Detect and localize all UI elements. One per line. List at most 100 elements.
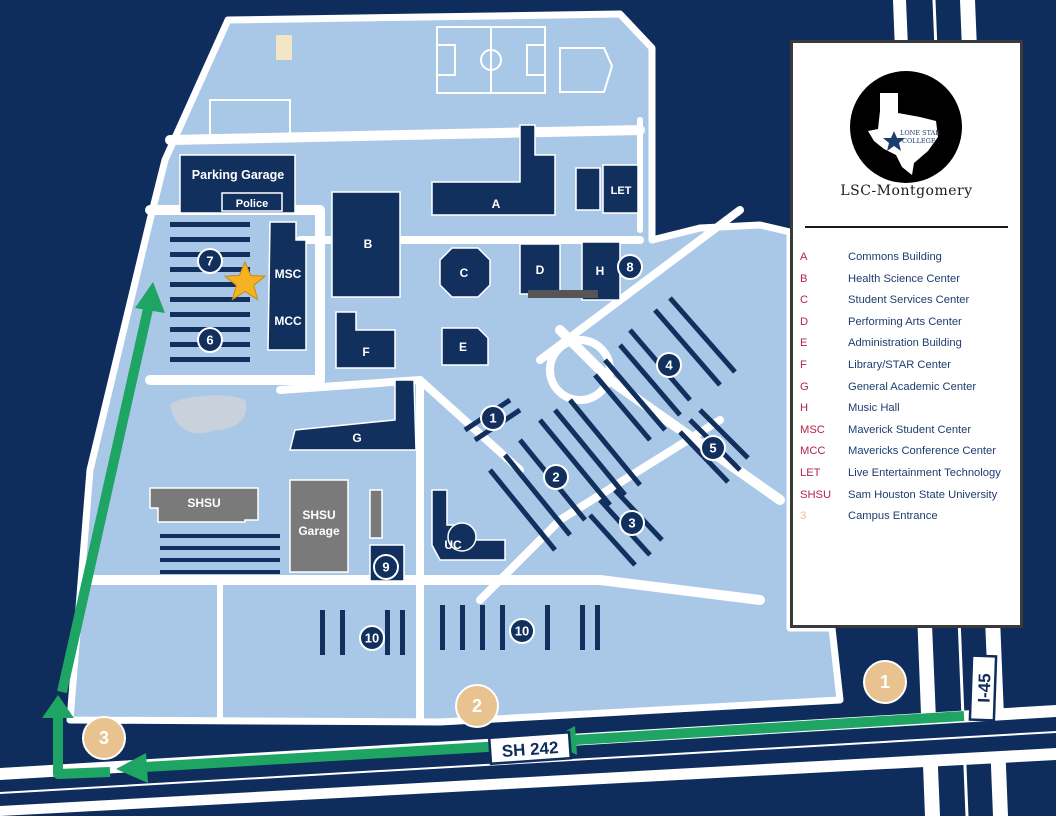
building-let [602,164,639,214]
athletic-fields [209,26,614,136]
parking-lot-circle [617,254,643,280]
campus-grounds [66,10,844,726]
texas-outline-icon: LONE STAR COLLEGE [868,93,941,175]
pond [170,395,247,434]
building-a [431,124,556,216]
parking-lot-circle [197,248,223,274]
legend-item-code: A [800,251,808,263]
building-c [439,247,491,298]
label-police: Police [236,198,268,210]
parking-lot-number: 10 [515,624,529,639]
building-f [335,311,396,369]
label-e: E [459,340,467,354]
legend-item-name: Health Science Center [848,272,960,285]
legend-item-name: Commons Building [848,251,942,263]
parking-lot-marker-lot-2: 2 [543,464,569,490]
label-c: C [460,266,469,280]
legend-item: A Commons Building [800,251,1001,273]
legend-item-code: B [800,272,808,285]
building-e [441,327,489,366]
building-b [331,191,401,298]
legend-item: LET Live Entertainment Technology [800,467,1001,489]
parking-lot-circle [656,352,682,378]
legend-item-code: MSC [800,423,825,436]
entrance-2-number: 2 [472,696,482,716]
legend-item-code: C [800,294,809,307]
label-shsu-garage-2: Garage [298,524,340,538]
legend-item-name: Music Hall [848,402,900,415]
legend-item-name: Sam Houston State University [848,488,998,501]
label-uc: UC [444,538,462,552]
legend-item-name: Student Services Center [848,294,970,307]
legend-item-code: G [800,380,809,393]
legend-item: C Student Services Center [800,294,1001,316]
label-d: D [536,263,545,277]
parking-lot-circle [509,618,535,644]
legend-item-code: D [800,315,809,328]
entrance-3-number: 3 [99,728,109,748]
route-arrow-3 [42,695,74,718]
campus-name: LSC-Montgomery [840,183,973,199]
legend-item-name: Performing Arts Center [848,315,962,328]
parking-lot-circle [700,435,726,461]
legend-item: D Performing Arts Center [800,316,1001,338]
logo-text-line2: COLLEGE [902,137,936,145]
building-uc-rotunda [447,522,477,552]
building-let-annex [575,167,601,211]
label-b: B [364,237,373,251]
legend-item-code: MCC [800,445,826,458]
parking-lot-marker-lot-1: 1 [480,405,506,431]
legend-item-code: LET [800,466,821,479]
legend-item: H Music Hall [800,402,1001,424]
label-f: F [362,345,369,359]
parking-lot-marker-lot-6: 6 [197,327,223,353]
parking-lot-number: 4 [665,358,673,373]
label-shsu-garage-1: SHSU [302,508,335,522]
legend-item-code: F [800,358,807,371]
building-g [289,379,417,451]
legend-item-name: Live Entertainment Technology [848,466,1001,479]
legend-item: B Health Science Center [800,273,1001,295]
parking-lot-marker-lot-10b: 10 [509,618,535,644]
legend-item: MCC Mavericks Conference Center [800,445,1001,467]
building-shsu-garage [289,479,349,573]
parking-lot-marker-lot-7: 7 [197,248,223,274]
legend-item-code: SHSU [800,488,832,501]
label-parking-garage: Parking Garage [192,168,284,182]
police-box [221,192,283,212]
i45-shield: I-45 [968,654,998,722]
parking-lot-circle [619,510,645,536]
parking-lot-marker-lot-5: 5 [700,435,726,461]
building-msc-mcc [267,221,307,351]
entrance-1-number: 1 [880,672,890,692]
parking-lot-number: 3 [628,516,635,531]
route-path [53,298,965,779]
gray-buildings [149,479,383,573]
legend-item-name: Administration Building [848,337,962,350]
entrance-1: 1 [863,660,907,704]
i45-label: I-45 [974,673,994,703]
label-h: H [596,264,605,278]
parking-lot-marker-lot-10a: 10 [359,625,385,651]
parking-lot-number: 6 [206,333,213,348]
internal-roads [85,117,785,724]
route-arrow-4 [135,282,165,313]
legend-item-name: Campus Entrance [848,510,938,523]
building-labels: Parking Garage Police MSC MCC A B C D H … [187,168,631,552]
parking-lot-circle [543,464,569,490]
legend-item-name: Mavericks Conference Center [848,445,996,458]
stage-bar [528,290,598,298]
parking-lot-marker-lot-8: 8 [617,254,643,280]
logo-text-line1: LONE STAR [900,129,941,137]
sh242-divider [0,731,1056,794]
building-small-gray [369,489,383,539]
sh242-shield: SH 242 [487,730,573,766]
legend-item-code: H [800,402,809,415]
parking-lot-marker-lot-3: 3 [619,510,645,536]
legend-panel: LONE STAR COLLEGE LSC-Montgomery A Common… [790,40,1023,628]
